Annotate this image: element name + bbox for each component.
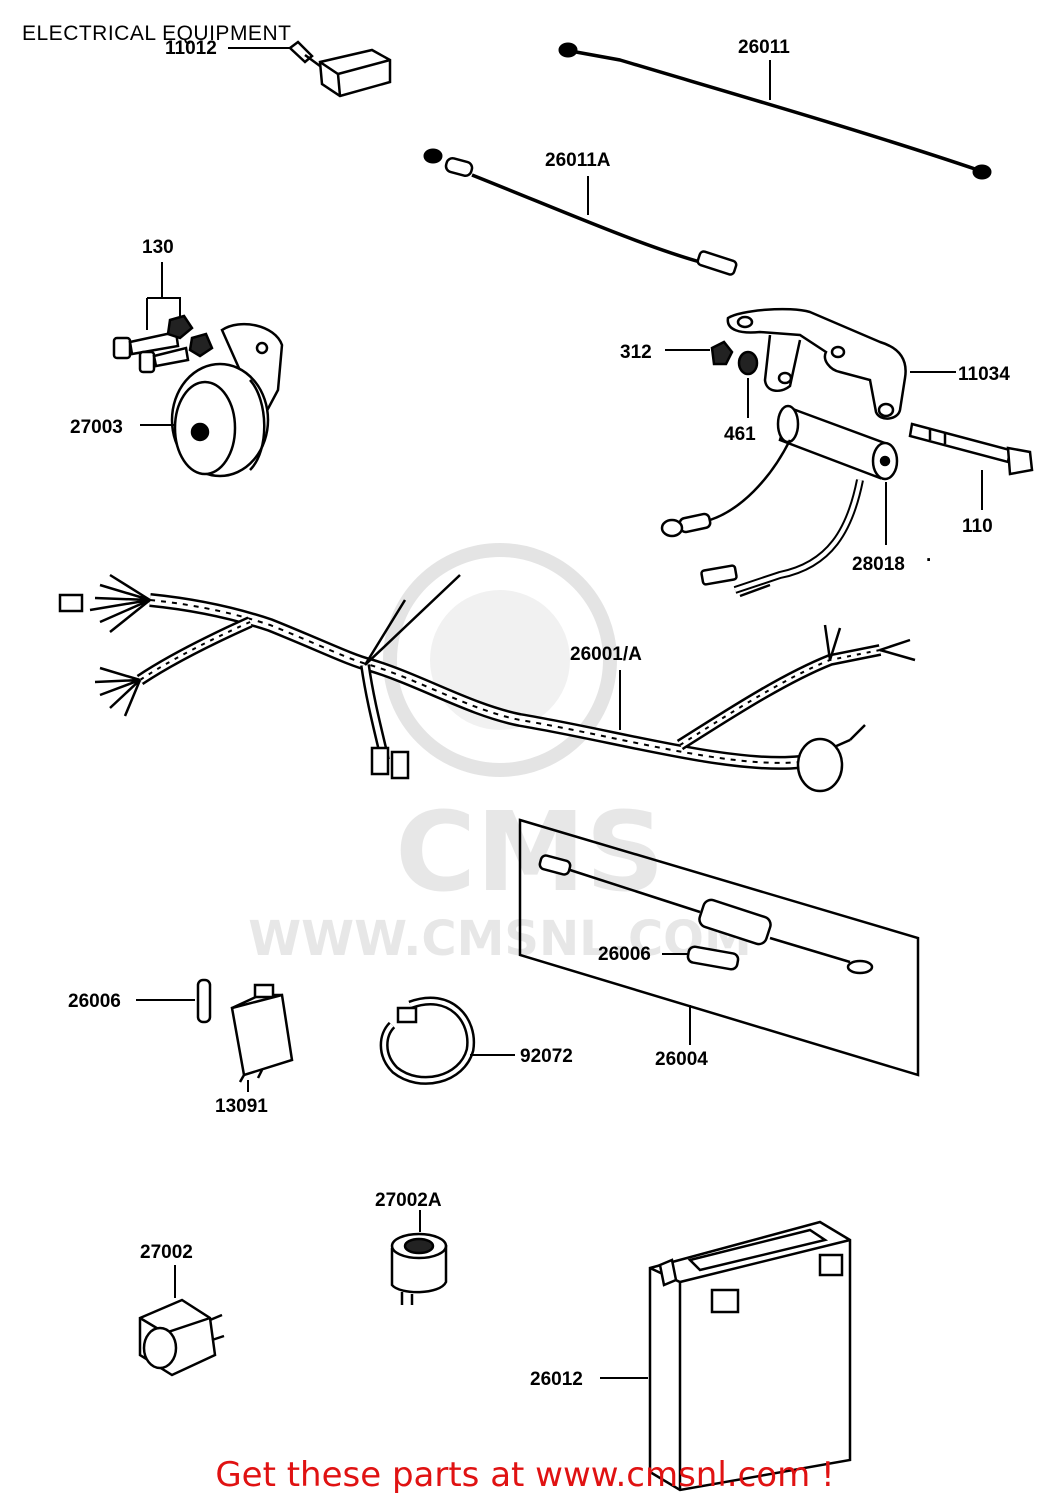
part-28018-condenser	[660, 404, 899, 598]
part-26011A-lead	[423, 148, 738, 276]
label-92072: 92072	[520, 1046, 573, 1067]
part-26011-lead	[558, 42, 992, 180]
part-26006-fuse-left	[196, 978, 212, 1024]
label-26011A: 26011A	[545, 150, 611, 171]
part-11012-fuse-case	[288, 40, 392, 98]
label-13091: 13091	[215, 1096, 268, 1117]
label-28018: 28018	[852, 554, 905, 575]
part-26001A-main-harness	[58, 573, 916, 793]
label-26012: 26012	[530, 1369, 583, 1390]
watermark-logo: CMS	[395, 788, 664, 916]
part-26004-fuse-lead	[518, 818, 920, 1077]
part-27002-switch	[138, 1298, 225, 1377]
part-13091-relay	[230, 983, 294, 1083]
label-11034: 11034	[958, 364, 1010, 385]
part-26012-battery	[648, 1220, 852, 1492]
part-27002A-socket	[390, 1232, 448, 1305]
label-27002A: 27002A	[375, 1190, 442, 1211]
part-312-nut	[710, 340, 734, 366]
label-26011: 26011	[738, 37, 790, 58]
label-26001A: 26001/A	[570, 644, 642, 665]
get-parts-link[interactable]: Get these parts at www.cmsnl.com !	[215, 1455, 835, 1495]
part-27003-horn	[170, 322, 284, 478]
part-110-bolt	[908, 422, 1034, 476]
watermark-url: WWW.CMSNL.COM	[248, 911, 752, 967]
label-11012: 11012	[165, 38, 217, 59]
label-110: 110	[962, 516, 993, 537]
part-461-washer	[737, 350, 759, 376]
label-130: 130	[142, 237, 174, 258]
part-11034-bracket	[726, 307, 907, 420]
cms-watermark: CMS WWW.CMSNL.COM	[248, 543, 752, 967]
label-461: 461	[724, 424, 756, 445]
label-27002: 27002	[140, 1242, 193, 1263]
svg-text:·: ·	[926, 550, 932, 571]
part-130-bolts	[112, 262, 214, 374]
label-26006-right: 26006	[598, 944, 651, 965]
label-27003: 27003	[70, 417, 123, 438]
label-26004: 26004	[655, 1049, 708, 1070]
page-title: ELECTRICAL EQUIPMENT	[22, 22, 292, 45]
part-92072-band	[379, 996, 476, 1085]
label-312: 312	[620, 342, 652, 363]
label-26006-left: 26006	[68, 991, 121, 1012]
